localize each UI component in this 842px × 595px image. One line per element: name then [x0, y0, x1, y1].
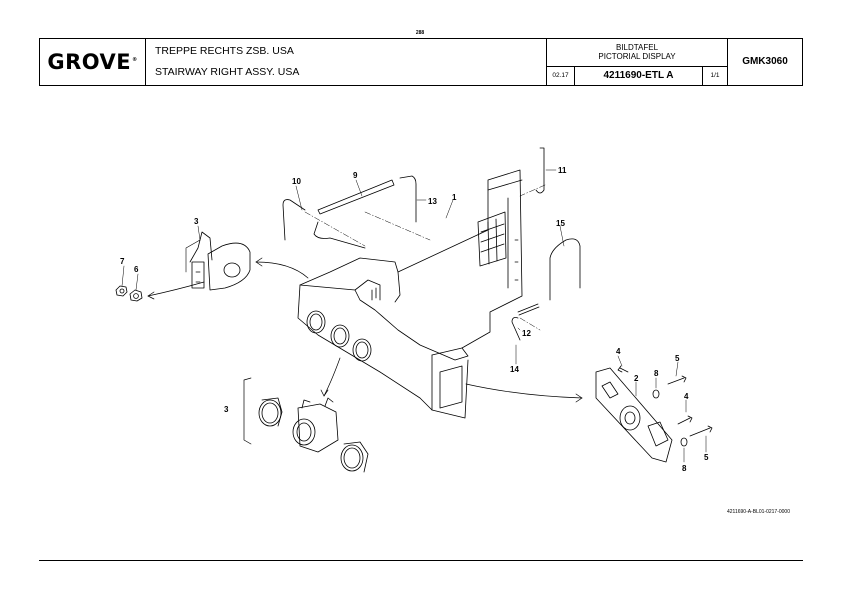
callout-2: 2 — [634, 374, 639, 383]
logo-text: GROVE — [47, 50, 132, 74]
callout-5-upper: 5 — [675, 354, 680, 363]
callout-3-upper: 3 — [194, 217, 199, 226]
pictorial-display-cell: BILDTAFEL PICTORIAL DISPLAY — [547, 39, 728, 67]
title-german: TREPPE RECHTS ZSB. USA — [155, 45, 294, 57]
title-english: STAIRWAY RIGHT ASSY. USA — [155, 66, 300, 78]
step-light-assembly — [189, 231, 251, 291]
title-block: GROVE® TREPPE RECHTS ZSB. USA STAIRWAY R… — [39, 38, 803, 86]
mounting-plate — [595, 367, 673, 463]
washer-8-upper — [652, 389, 660, 399]
handle-side — [549, 238, 581, 301]
bolt-5-upper — [667, 375, 687, 385]
callout-12: 12 — [522, 329, 531, 338]
callout-8-upper: 8 — [654, 369, 659, 378]
alignment-lines — [304, 184, 546, 331]
registered-mark: ® — [132, 57, 138, 63]
callout-5-lower: 5 — [704, 453, 709, 462]
callout-10: 10 — [292, 177, 301, 186]
part-number: 4211690-ETL A — [575, 67, 703, 85]
handle-upper — [535, 147, 545, 194]
drawing-reference: 4211690-A-BL01-0217-0000 — [726, 509, 790, 515]
callout-11: 11 — [558, 166, 567, 175]
page-number: 288 — [415, 30, 425, 36]
lamp-left — [258, 397, 283, 427]
rail-bracket-left — [282, 199, 306, 241]
callout-4-upper: 4 — [616, 347, 621, 356]
handrail — [317, 179, 395, 215]
callout-4-lower: 4 — [684, 392, 689, 401]
callout-14: 14 — [510, 365, 519, 374]
handle-lower — [511, 317, 521, 341]
model-number: GMK3060 — [742, 56, 788, 67]
callout-15: 15 — [556, 219, 565, 228]
callout-6: 6 — [134, 265, 139, 274]
grove-logo: GROVE® — [47, 50, 137, 74]
callout-13: 13 — [428, 197, 437, 206]
callout-1: 1 — [452, 193, 457, 202]
stairway-housing — [297, 169, 523, 419]
washer-8-lower — [680, 437, 688, 447]
date-cell: 02.17 — [547, 67, 575, 85]
nut-7 — [115, 285, 128, 297]
sheet-number: 1/1 — [703, 67, 728, 85]
callout-3-lower: 3 — [224, 405, 229, 414]
nut-6 — [129, 289, 143, 302]
display-label-german: BILDTAFEL — [615, 43, 659, 52]
bolt-5-lower — [689, 425, 713, 437]
direction-arrows — [147, 257, 583, 403]
logo-cell: GROVE® — [40, 39, 146, 85]
callout-9: 9 — [353, 171, 358, 180]
lamp-housing — [292, 397, 339, 453]
bolt-4-lower — [677, 415, 693, 425]
pin — [517, 303, 540, 316]
lamp-right — [340, 441, 369, 473]
grab-handle — [399, 175, 417, 223]
display-label-english: PICTORIAL DISPLAY — [598, 52, 676, 61]
callout-7: 7 — [120, 257, 125, 266]
title-cell: TREPPE RECHTS ZSB. USA STAIRWAY RIGHT AS… — [146, 39, 547, 85]
callout-8-lower: 8 — [682, 464, 687, 473]
footer-rule — [39, 560, 803, 561]
step-grating — [477, 211, 507, 267]
bolt-4-upper — [617, 365, 629, 373]
